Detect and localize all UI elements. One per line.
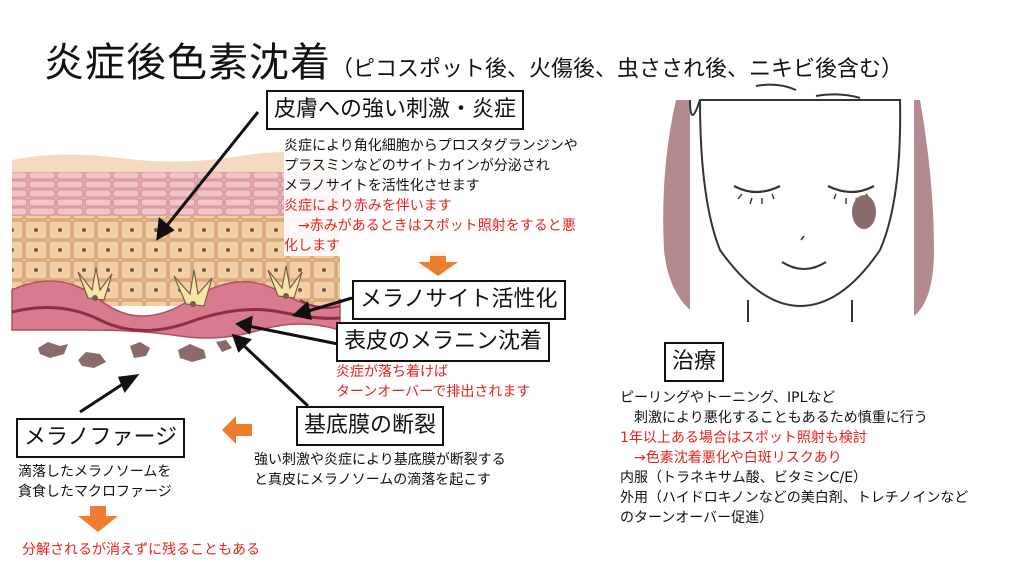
treatment-line: のターンオーバー促進） [620, 510, 774, 526]
melanophage-line: 滴落したメラノソームを [18, 464, 172, 480]
treatment-line: 外用（ハイドロキノンなどの美白剤、トレチノインなど [620, 490, 969, 506]
label-treatment: 治療 [664, 342, 725, 382]
stimulus-warning-line: →赤みがあるときはスポット照射をすると悪 [284, 218, 576, 234]
basement-line: と真皮にメラノソームの滴落を起こす [254, 472, 492, 488]
title-main: 炎症後色素沈着 [44, 40, 331, 86]
basement-line: 強い刺激や炎症により基底膜が断裂する [254, 452, 506, 468]
page-title: 炎症後色素沈着（ピコスポット後、火傷後、虫さされ後、ニキビ後含む） [44, 30, 903, 88]
melanophage-line: 貪食したマクロファージ [18, 484, 172, 500]
treatment-line: ピーリングやトーニング、IPLなど [620, 390, 836, 406]
stimulus-line: メラノサイトを活性化させます [284, 178, 480, 194]
label-melanophage: メラノファージ [16, 418, 186, 458]
melanophage-description: 滴落したメラノソームを 貪食したマクロファージ [18, 462, 172, 502]
melanin-note-line: ターンオーバーで排出されます [336, 384, 531, 400]
face-illustration [663, 83, 934, 322]
label-melanocyte-activation: メラノサイト活性化 [352, 280, 566, 320]
treatment-line-warning: 1年以上ある場合はスポット照射も検討 [620, 430, 867, 446]
flow-arrows [78, 252, 458, 532]
stimulus-description: 炎症により角化細胞からプロスタグランジンや プラスミンなどのサイトカインが分泌さ… [284, 136, 578, 256]
label-epidermal-melanin: 表皮のメラニン沈着 [336, 322, 551, 362]
melanin-note-line: 炎症が落ち着けば [336, 364, 448, 380]
treatment-list: ピーリングやトーニング、IPLなど 刺激により悪化することもあるため慎重に行う … [620, 388, 968, 528]
basement-description: 強い刺激や炎症により基底膜が断裂する と真皮にメラノソームの滴落を起こす [254, 450, 506, 490]
label-basement-membrane: 基底膜の断裂 [296, 406, 445, 446]
stimulus-line: プラスミンなどのサイトカインが分泌され [284, 158, 550, 174]
pointer-arrows [79, 111, 353, 414]
melanin-note: 炎症が落ち着けば ターンオーバーで排出されます [336, 362, 530, 402]
label-stimulus: 皮膚への強い刺激・炎症 [266, 90, 525, 130]
title-subtitle: （ピコスポット後、火傷後、虫さされ後、ニキビ後含む） [331, 57, 904, 82]
treatment-line: 内服（トラネキサム酸、ビタミンC/E） [620, 470, 868, 486]
treatment-line: 刺激により悪化することもあるため慎重に行う [620, 410, 928, 426]
stimulus-line: 炎症により角化細胞からプロスタグランジンや [284, 138, 578, 154]
stimulus-warning-line: 化します [284, 238, 340, 254]
stimulus-warning-line: 炎症により赤みを伴います [284, 198, 452, 214]
melanophage-note: 分解されるが消えずに残ることもある [22, 542, 260, 558]
treatment-line-warning: →色素沈着悪化や白斑リスクあり [620, 450, 842, 466]
